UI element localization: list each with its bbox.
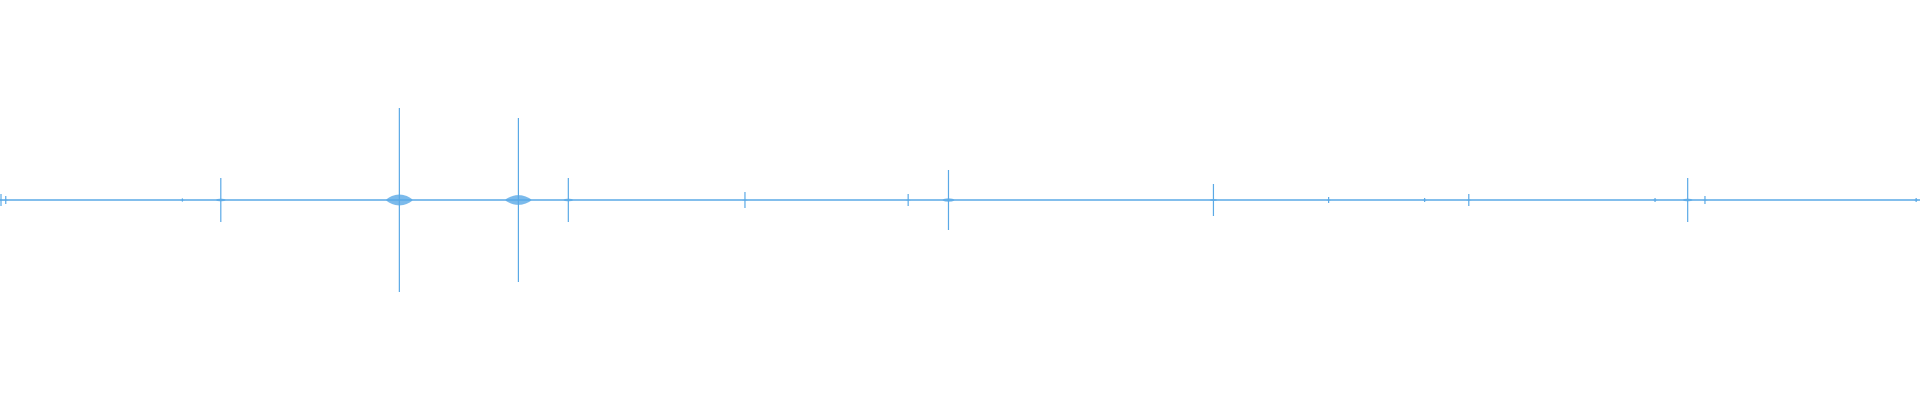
waveform-envelope [1207,199,1220,201]
waveform-envelope [214,198,228,202]
waveform-envelope [504,195,533,205]
waveform-envelope [1420,199,1429,201]
waveform-envelope [385,194,414,206]
waveform-envelope [903,199,913,201]
waveform-envelope [940,198,957,202]
waveform-envelope [1911,199,1920,201]
waveform-envelope [740,199,750,201]
waveform-envelope [1464,199,1474,201]
waveform-envelope [1324,199,1333,201]
waveform-envelope [1650,199,1660,201]
waveform-envelope [1700,199,1710,201]
waveform-envelope [178,199,187,201]
waveform-envelope [1681,198,1695,202]
waveform-envelope [1,199,11,201]
waveform-envelope [561,198,575,202]
waveform-spikes [0,108,1920,292]
